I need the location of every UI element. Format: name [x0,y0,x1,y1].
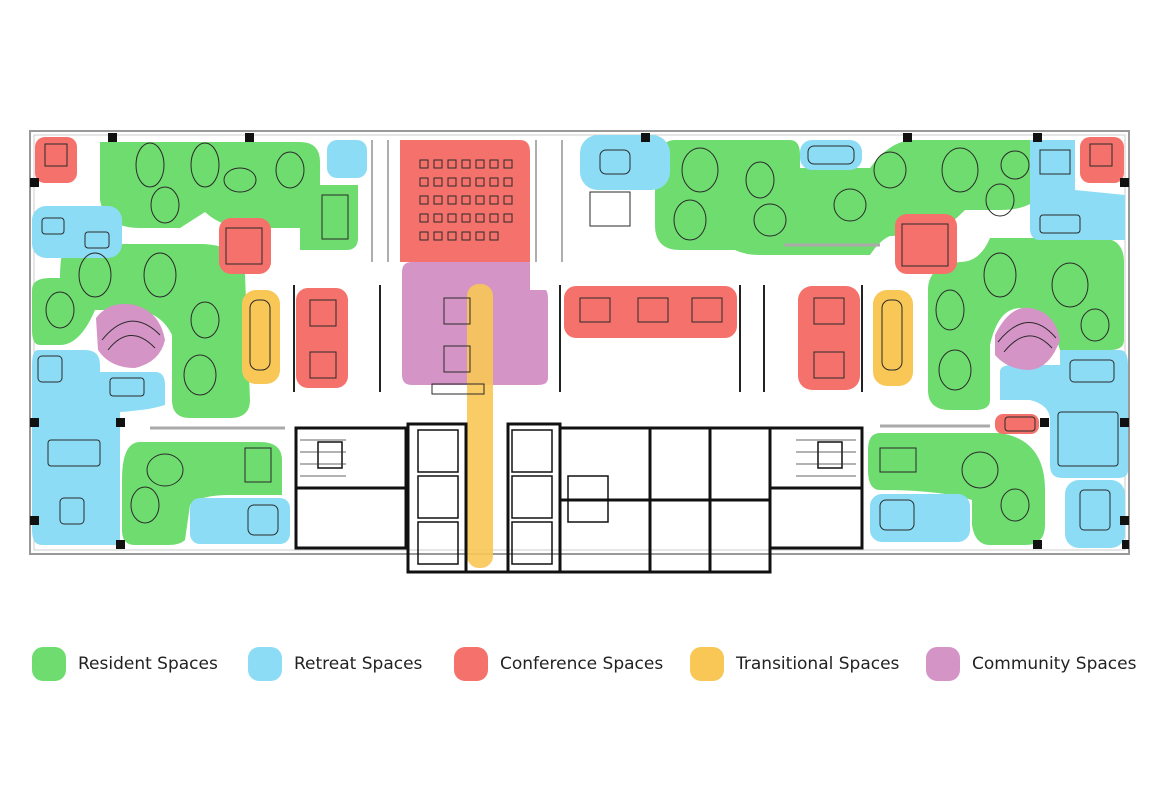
legend-label-community: Community Spaces [972,654,1137,674]
building-inner-outline [33,134,1126,551]
legend-label-transitional: Transitional Spaces [736,654,900,674]
legend-item-retreat: Retreat Spaces [248,646,422,682]
legend-swatch-community [926,647,960,681]
legend-item-resident: Resident Spaces [32,646,218,682]
legend-swatch-conference [454,647,488,681]
legend-label-retreat: Retreat Spaces [294,654,423,674]
legend-item-conference: Conference Spaces [454,646,663,682]
core-walls [294,422,864,574]
legend-swatch-retreat [248,647,282,681]
legend-label-conference: Conference Spaces [500,654,664,674]
workstations [45,142,1110,524]
legend-label-resident: Resident Spaces [78,654,218,674]
furniture [37,142,1119,536]
interior-partitions [150,243,990,430]
building-outline [29,130,1130,555]
floor-plan [29,130,1130,574]
auditorium-seats [419,159,513,241]
legend-item-transitional: Transitional Spaces [690,646,899,682]
stair-cores [300,140,856,477]
elevator-cars [317,429,843,565]
legend-swatch-transitional [690,647,724,681]
structural-columns [30,133,1129,549]
legend: Resident Spaces Retreat Spaces Conferenc… [0,646,1158,682]
resident-zones [32,140,1124,545]
legend-swatch-resident [32,647,66,681]
legend-item-community: Community Spaces [926,646,1136,682]
